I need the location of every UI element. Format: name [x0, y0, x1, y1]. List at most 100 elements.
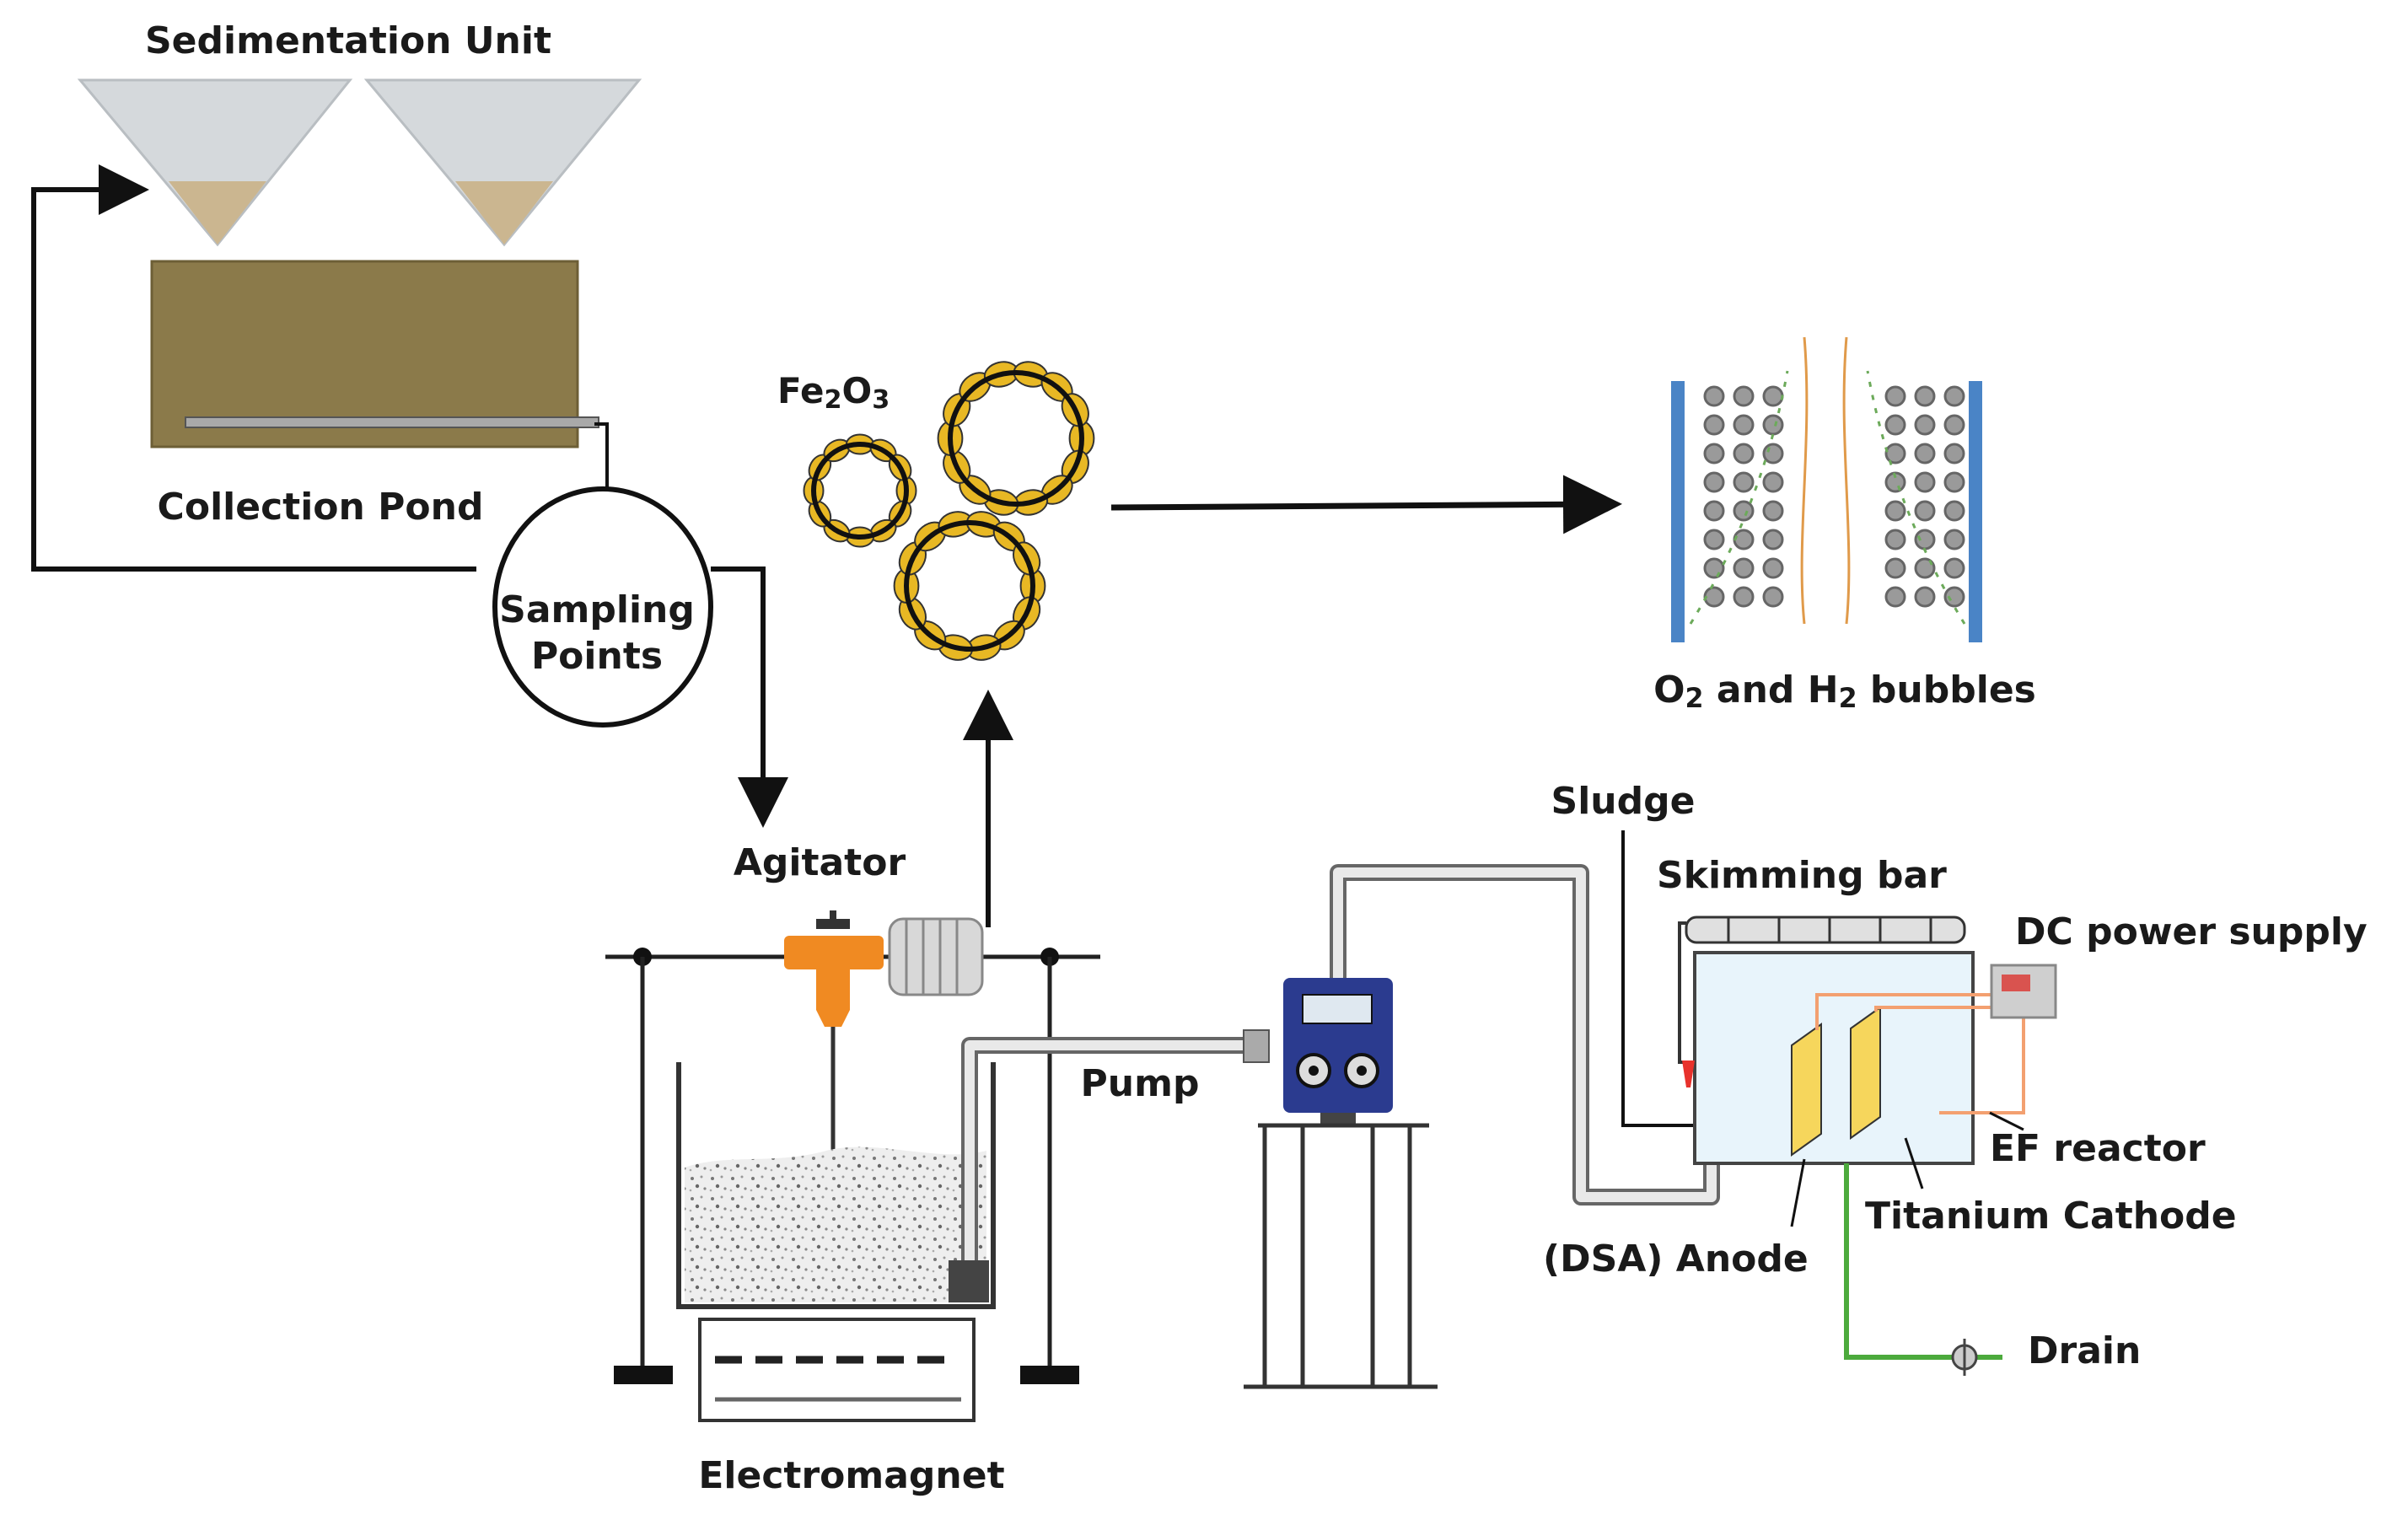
- gas-bubble: [1733, 500, 1755, 522]
- anode-leader: [1790, 1158, 1806, 1227]
- gas-bubble: [1914, 385, 1936, 407]
- sedimentation-cone-left: [77, 78, 353, 247]
- pump-display: [1302, 994, 1373, 1024]
- ef-reactor: [1678, 916, 2057, 1165]
- gas-bubble: [1943, 557, 1965, 579]
- drain-pipe: [1844, 1163, 2002, 1360]
- gas-bubble: [1914, 557, 1936, 579]
- gas-bubble: [1733, 586, 1755, 608]
- gas-bubble: [1884, 500, 1906, 522]
- gas-bubble: [1703, 385, 1725, 407]
- gas-flow-right: [1842, 336, 1851, 625]
- gas-bubble: [1914, 414, 1936, 436]
- stand-foot-left: [614, 1366, 673, 1384]
- ef-reactor-leader: [1989, 1111, 2024, 1131]
- gas-bubble: [1914, 471, 1936, 493]
- cell-electrode-right: [1969, 381, 1982, 642]
- gas-bubble: [1762, 414, 1784, 436]
- dsa-anode-plate: [1791, 1023, 1822, 1157]
- gas-bubble: [1943, 443, 1965, 464]
- gas-flow-left: [1800, 336, 1809, 625]
- gas-bubbles: [1703, 385, 1965, 608]
- gas-bubble: [1884, 586, 1906, 608]
- pump-connector: [1243, 1029, 1270, 1063]
- pipe-beaker-to-pump-inner: [965, 1040, 1260, 1277]
- sludge-suspension: [685, 1146, 986, 1302]
- electromagnet-device: [698, 1318, 976, 1422]
- collection-pipe: [185, 416, 599, 428]
- bubble-cell: [1671, 336, 1982, 642]
- sludge-outlet: [1682, 1061, 1695, 1087]
- gas-bubble: [1943, 471, 1965, 493]
- fe2o3-particles: [803, 361, 1095, 661]
- pipe-pump-to-reactor-outer: [1330, 864, 1720, 1206]
- sedimentation-cone-right: [363, 78, 642, 247]
- gas-bubble: [1884, 529, 1906, 550]
- stand-foot-right: [1020, 1366, 1079, 1384]
- gas-bubble: [1733, 414, 1755, 436]
- gas-bubble: [1733, 557, 1755, 579]
- skimming-bar: [1685, 916, 1966, 944]
- gas-bubble: [1733, 529, 1755, 550]
- bubbles-label: O2 and H2 bubbles: [1653, 669, 2036, 714]
- flow-line-left: [1689, 370, 1789, 625]
- sedimentation-unit: [77, 78, 642, 247]
- sampling-points-label-line2: Points: [531, 635, 663, 678]
- sludge-leader: [1621, 830, 1699, 1127]
- fe2o3-particle-medium: [893, 511, 1046, 661]
- titanium-cathode-label: Titanium Cathode: [1865, 1195, 2237, 1238]
- gas-bubble: [1762, 586, 1784, 608]
- pond-to-sampling-line: [594, 422, 609, 491]
- collection-pond: [150, 260, 579, 448]
- gas-bubble: [1943, 414, 1965, 436]
- gas-bubble: [1943, 385, 1965, 407]
- gear: [888, 917, 984, 996]
- gas-bubble: [1703, 443, 1725, 464]
- cathode-leader: [1904, 1137, 1924, 1189]
- sampling-to-agitator-arrow: [711, 567, 788, 828]
- fe2o3-particle-small: [803, 433, 917, 548]
- recycle-arrow: [31, 164, 476, 572]
- electromagnet-label: Electromagnet: [698, 1454, 1004, 1497]
- flow-line-right: [1866, 370, 1966, 625]
- collection-pond-label: Collection Pond: [158, 486, 484, 529]
- gas-bubble: [1703, 529, 1725, 550]
- cell-electrode-left: [1671, 381, 1685, 642]
- gas-bubble: [1943, 529, 1965, 550]
- gas-bubble: [1914, 529, 1936, 550]
- dc-power-supply-label: DC power supply: [2015, 910, 2368, 953]
- reactor-tank: [1693, 951, 1975, 1165]
- titanium-cathode-plate: [1850, 1006, 1881, 1140]
- gas-bubble: [1703, 471, 1725, 493]
- gas-bubble: [1884, 443, 1906, 464]
- gas-bubble: [1762, 443, 1784, 464]
- gas-bubble: [1884, 385, 1906, 407]
- beaker-wall: [676, 1062, 996, 1309]
- pump-device: [1244, 978, 1438, 1389]
- gas-bubble: [1733, 443, 1755, 464]
- gas-bubble: [1762, 385, 1784, 407]
- sampling-points-label-line1: Sampling: [499, 588, 695, 631]
- fe2o3-particle-large: [937, 361, 1095, 516]
- gas-bubble: [1733, 385, 1755, 407]
- gas-bubble: [1762, 557, 1784, 579]
- gas-bubble: [1703, 500, 1725, 522]
- drain-label: Drain: [2028, 1329, 2141, 1372]
- particles-to-bubbles-arrow: [1110, 475, 1622, 534]
- gas-bubble: [1884, 557, 1906, 579]
- pump-inlet: [949, 1260, 989, 1302]
- sludge-label: Sludge: [1551, 780, 1696, 823]
- beaker: [676, 1062, 996, 1309]
- fe2o3-label: Fe2O3: [777, 370, 890, 415]
- agitator-motor: [784, 910, 884, 1027]
- pump-label: Pump: [1081, 1062, 1200, 1105]
- sediment-left: [169, 181, 266, 244]
- gas-bubble: [1914, 586, 1936, 608]
- gas-bubble: [1943, 500, 1965, 522]
- sedimentation-unit-label: Sedimentation Unit: [145, 19, 551, 62]
- gas-bubble: [1762, 471, 1784, 493]
- gas-bubble: [1733, 471, 1755, 493]
- gas-bubble: [1703, 557, 1725, 579]
